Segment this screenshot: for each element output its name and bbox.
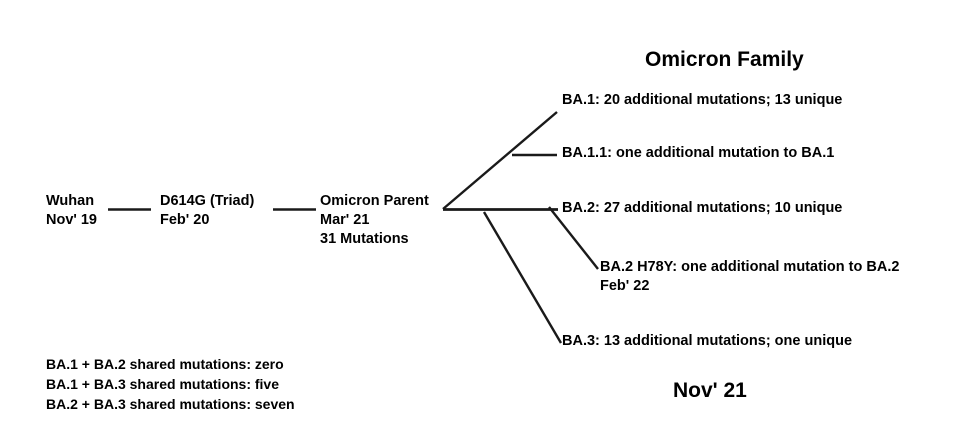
shared-mutations-line-1: BA.1 + BA.2 shared mutations: zero — [46, 356, 284, 372]
node-omicron-parent-name: Omicron Parent — [320, 193, 429, 209]
node-wuhan-name: Wuhan — [46, 193, 95, 209]
node-d614g-name: D614G (Triad) — [160, 193, 255, 209]
page-title: Omicron Family — [645, 48, 804, 71]
node-omicron-parent-date: Mar' 21 — [320, 211, 370, 228]
node-wuhan: Wuhan Nov' 19 — [46, 192, 97, 230]
lineage-label-ba11: BA.1.1: one additional mutation to BA.1 — [562, 145, 835, 161]
node-omicron-parent: Omicron Parent Mar' 21 31 Mutations — [320, 192, 429, 249]
lineage-label-ba1: BA.1: 20 additional mutations; 13 unique — [562, 92, 843, 108]
shared-mutations-summary: BA.1 + BA.2 shared mutations: zero BA.1 … — [46, 355, 295, 415]
branch-ba1 — [442, 111, 558, 210]
branch-ba2-h78y — [548, 206, 599, 270]
node-wuhan-date: Nov' 19 — [46, 211, 97, 228]
lineage-label-ba2-h78y-text: BA.2 H78Y: one additional mutation to BA… — [600, 259, 900, 275]
lineage-label-ba2-h78y-date: Feb' 22 — [600, 278, 650, 295]
node-d614g-date: Feb' 20 — [160, 211, 210, 228]
timeline-label: Nov' 21 — [673, 379, 747, 402]
lineage-label-ba2-h78y: BA.2 H78Y: one additional mutation to BA… — [600, 258, 899, 296]
node-d614g: D614G (Triad) Feb' 20 — [160, 192, 254, 230]
shared-mutations-line-3: BA.2 + BA.3 shared mutations: seven — [46, 395, 295, 412]
shared-mutations-line-2: BA.1 + BA.3 shared mutations: five — [46, 375, 280, 392]
lineage-label-ba2: BA.2: 27 additional mutations; 10 unique — [562, 200, 843, 216]
node-omicron-parent-mutations: 31 Mutations — [320, 230, 409, 247]
branch-ba3 — [482, 211, 563, 344]
lineage-label-ba3: BA.3: 13 additional mutations; one uniqu… — [562, 333, 853, 349]
